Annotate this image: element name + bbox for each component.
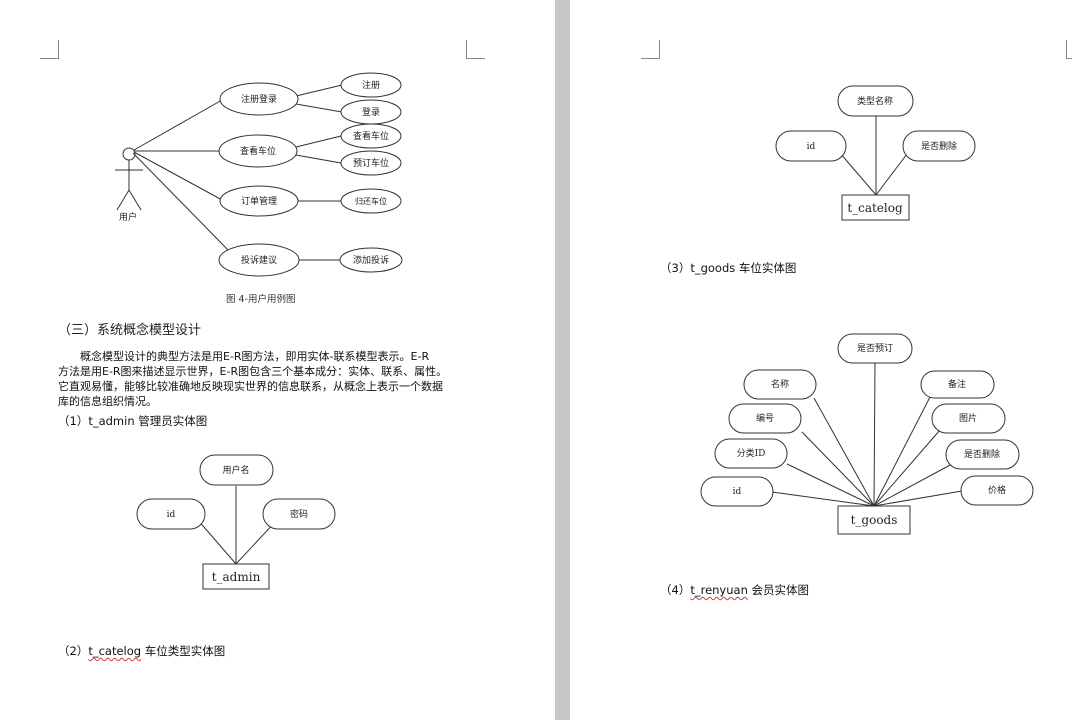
er-attribute-label: 图片: [959, 412, 977, 424]
sub-case-reserve-spot: [340, 150, 402, 176]
figure-caption: 图 4-用户用例图: [226, 294, 296, 305]
er-attribute-label: 名称: [771, 378, 789, 390]
paragraph-line: 方法是用E-R图来描述显示世界，E-R图包含三个基本成分：实体、联系、属性。: [58, 365, 448, 378]
use-case-complaint: [218, 243, 300, 277]
er-attribute-label: id: [167, 510, 176, 520]
crop-mark: [466, 40, 485, 59]
sub-case-label: 归还车位: [355, 196, 387, 206]
paragraph-line: 它直观易懂，能够比较准确地反映现实世界的信息联系，从概念上表示一个数据: [58, 380, 443, 393]
paragraph-line: 库的信息组织情况。: [58, 395, 157, 408]
er-attribute: [960, 475, 1034, 506]
er-attribute: [714, 438, 788, 469]
er-attribute: [775, 130, 847, 162]
er-attribute: [700, 476, 774, 507]
sub-case-view-spot: [340, 123, 402, 149]
er-attribute-label: 密码: [290, 508, 308, 520]
use-case-label: 投诉建议: [241, 254, 277, 266]
er-attribute: [931, 403, 1006, 434]
er-attribute-label: 类型名称: [857, 95, 893, 107]
sub-case-label: 添加投诉: [353, 254, 389, 266]
er-attribute-label: 是否删除: [964, 448, 1000, 460]
subheading-renyuan: （4）t_renyuan 会员实体图: [660, 583, 810, 597]
er-attribute: [945, 439, 1020, 470]
er-attribute: [199, 454, 274, 486]
er-attribute-label: 是否预订: [857, 343, 893, 354]
er-attribute-label: 备注: [948, 378, 966, 390]
er-attribute-label: 分类ID: [737, 447, 766, 459]
admin-er-connectors: [196, 486, 277, 565]
er-attribute-label: 编号: [756, 412, 774, 424]
crop-mark: [40, 40, 59, 59]
er-attribute-label: id: [807, 142, 816, 152]
er-attribute: [920, 370, 995, 399]
crop-mark: [1066, 40, 1072, 59]
sub-case-label: 预订车位: [353, 157, 389, 169]
paragraph-line: 概念模型设计的典型方法是用E-R图方法，即用实体-联系模型表示。E-R: [80, 350, 430, 363]
er-attribute: [902, 130, 976, 162]
er-attribute: [136, 498, 206, 530]
sub-case-return-spot: [340, 188, 402, 214]
goods-er-connectors: [771, 362, 963, 507]
actor-figure: [115, 147, 143, 211]
use-case-label: 查看车位: [240, 145, 276, 157]
subheading-catelog: （2）t_catelog 车位类型实体图: [58, 644, 226, 658]
er-entity-box: [202, 563, 270, 590]
er-attribute: [728, 403, 802, 434]
subheading-admin: （1）t_admin 管理员实体图: [58, 414, 208, 428]
document-page-right: 类型名称 id 是否删除 t_catelog: [570, 0, 1072, 720]
er-attribute-label: 是否删除: [921, 140, 957, 152]
er-attribute: [262, 498, 336, 530]
sub-case-label: 注册: [362, 79, 380, 91]
use-case-diagram: 用户 注册登录 查看车位 订单: [115, 72, 403, 590]
use-case-register-login: [219, 82, 299, 116]
page-gutter: [555, 0, 570, 720]
er-diagrams: 类型名称 id 是否删除 t_catelog: [700, 85, 1034, 535]
er-attribute-label: 价格: [988, 484, 1006, 496]
sub-case-label: 登录: [362, 107, 380, 118]
subheading-goods: （3）t_goods 车位实体图: [660, 261, 797, 275]
er-attribute: [837, 85, 914, 117]
sub-case-add-complaint: [339, 247, 403, 273]
er-entity-label: t_catelog: [847, 201, 903, 215]
crop-mark: [641, 40, 660, 59]
section-heading: （三）系统概念模型设计: [58, 323, 202, 338]
document-page-left: 用户 注册登录 查看车位 订单: [40, 40, 488, 658]
er-attribute: [837, 333, 913, 364]
er-attribute-label: 用户名: [222, 464, 249, 476]
use-case-order-management: [219, 185, 299, 217]
use-case-view-spot: [218, 134, 298, 168]
er-entity-box: [837, 505, 911, 535]
sub-case-register: [340, 72, 402, 98]
sub-case-label: 查看车位: [353, 130, 389, 142]
er-attribute-label: id: [733, 487, 742, 497]
er-entity-label: t_goods: [851, 513, 898, 527]
use-case-label: 注册登录: [241, 93, 277, 105]
body-paragraph: 概念模型设计的典型方法是用E-R图方法，即用实体-联系模型表示。E-R 方法是用…: [58, 349, 488, 409]
actor-label: 用户: [119, 211, 137, 223]
er-entity-label: t_admin: [212, 570, 261, 584]
er-attribute: [743, 369, 817, 400]
use-case-label: 订单管理: [241, 195, 277, 207]
association-lines: [132, 84, 343, 261]
catelog-er-connectors: [839, 116, 911, 196]
er-entity-box: [841, 194, 910, 221]
